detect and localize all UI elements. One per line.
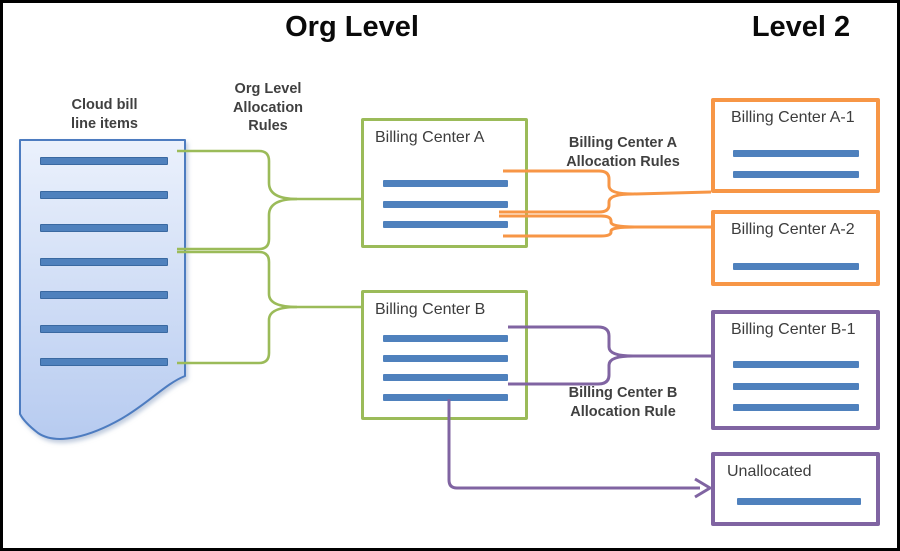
line-item-bar [733, 263, 859, 270]
line-item-bar [733, 171, 859, 178]
org-rules-line1: Org Level [234, 81, 302, 97]
unallocated-title: Unallocated [727, 463, 812, 480]
org-rules-line2: Allocation [232, 99, 304, 116]
org-rules-line3: Rules [248, 118, 288, 135]
org-level-header: Org Level [285, 11, 419, 43]
cloud-bill-label: Cloud bill line items [38, 96, 171, 133]
line-item-bar [737, 498, 861, 505]
line-item-bar [383, 354, 508, 362]
line-item-bar [383, 180, 508, 187]
level2-header: Level 2 [751, 11, 851, 43]
bca-rules-line1: Billing Center A [568, 135, 678, 151]
billing-center-b1-line-items [733, 361, 859, 411]
unallocated-box: Unallocated [711, 452, 880, 526]
cloud-bill-label-line1: Cloud bill [71, 97, 138, 113]
line-item-bar [733, 150, 859, 157]
billing-center-a-line-items [383, 180, 508, 228]
billing-center-a2-line-items [733, 263, 859, 270]
line-item-bar [383, 374, 508, 381]
line-item-bar [733, 361, 859, 368]
line-item-bar [383, 200, 508, 208]
line-item-bar [733, 382, 859, 390]
unallocated-line-items [737, 498, 861, 505]
line-item-bar [383, 221, 508, 228]
line-item-bar [733, 404, 859, 411]
billing-center-a-box: Billing Center A [361, 118, 528, 248]
billing-center-a2-title: Billing Center A-2 [731, 221, 855, 238]
cloud-bill-label-line2: line items [71, 115, 138, 132]
billing-center-b-title: Billing Center B [375, 301, 486, 318]
billing-center-b-box: Billing Center B [361, 290, 528, 420]
org-allocation-rules-label: Org Level Allocation Rules [203, 80, 333, 136]
billing-center-b1-title: Billing Center B-1 [731, 321, 856, 338]
bcb-rules-line1: Billing Center B [568, 385, 678, 401]
billing-center-b1-box: Billing Center B-1 [711, 310, 880, 430]
billing-center-a1-box: Billing Center A-1 [711, 98, 880, 193]
bca-rules-line2: Allocation Rules [566, 153, 680, 170]
bca-allocation-rules-label: Billing Center A Allocation Rules [543, 134, 703, 171]
boxes-layer: Billing Center A Billing Center B Billin… [3, 3, 897, 548]
billing-center-b-line-items [383, 335, 508, 401]
line-item-bar [383, 335, 508, 342]
billing-center-a1-title: Billing Center A-1 [731, 109, 855, 126]
line-item-bar [383, 393, 508, 401]
billing-center-a2-box: Billing Center A-2 [711, 210, 880, 286]
billing-center-a1-line-items [733, 150, 859, 178]
billing-center-a-title: Billing Center A [375, 129, 485, 146]
